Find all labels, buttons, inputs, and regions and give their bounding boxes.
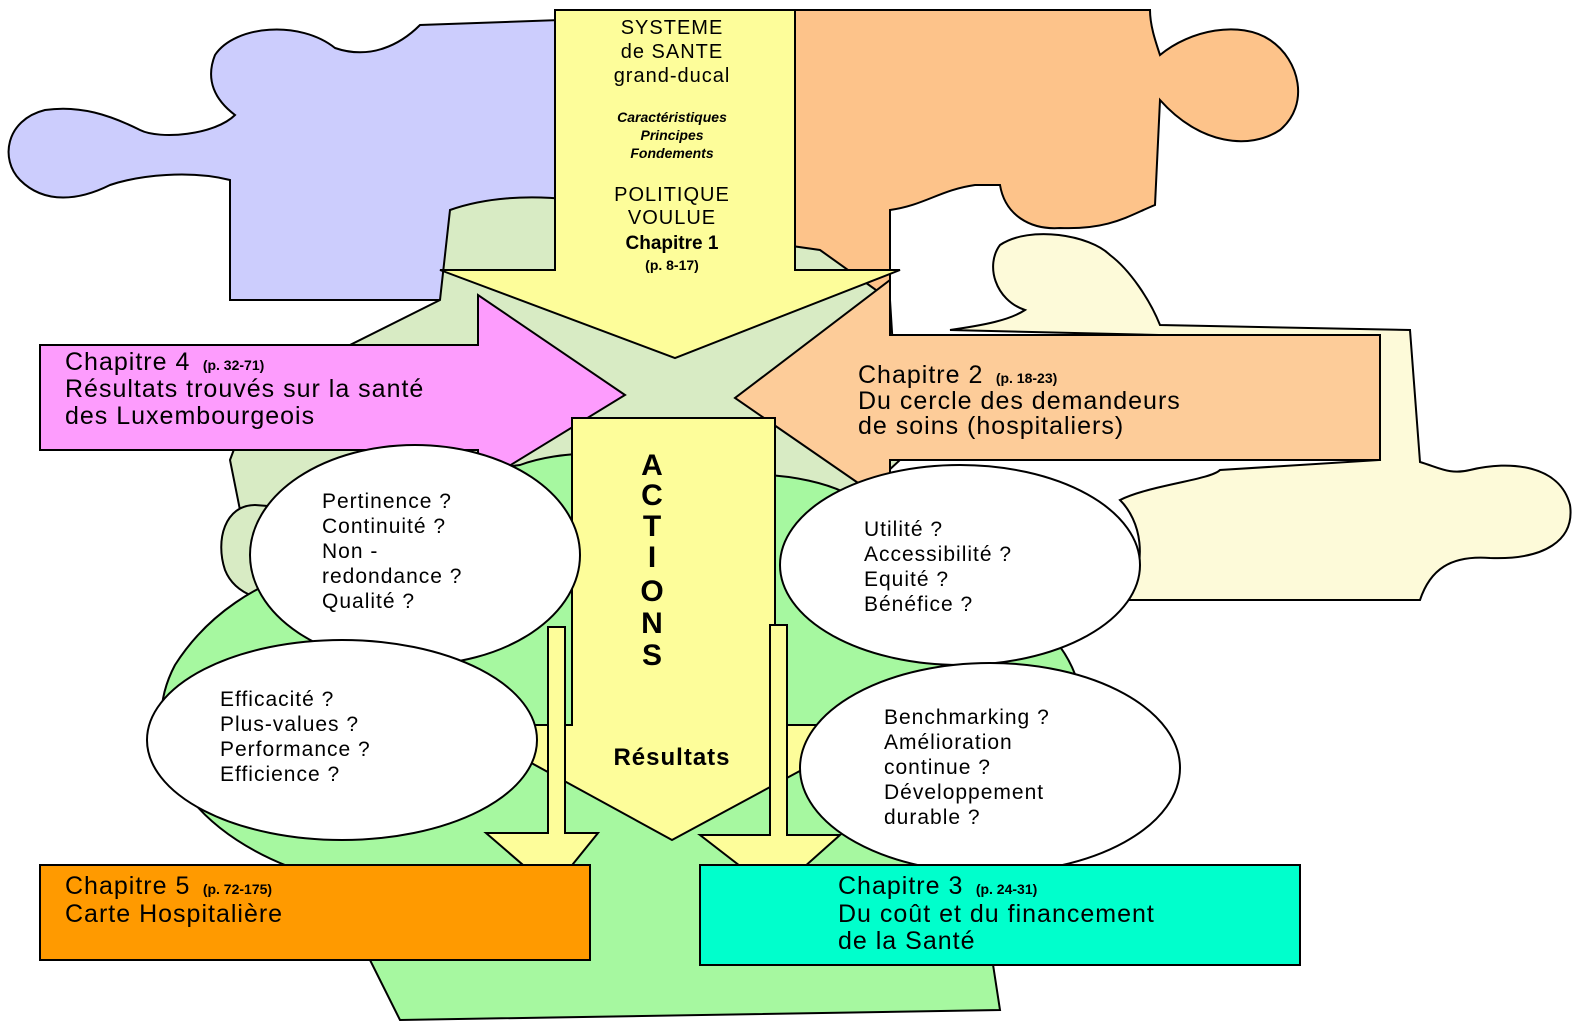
left-down-arrow [483, 626, 601, 892]
chapter3-line2: de la Santé [838, 927, 976, 955]
bubble-bl-line2: Plus-values ? [220, 713, 359, 736]
top-line1: SYSTEME [621, 17, 724, 39]
chapter5-text: Chapitre 5 (p. 72-175) Carte Hospitalièr… [65, 872, 283, 928]
bubble-tr-line3: Equité ? [864, 568, 949, 591]
chapter5-title: Chapitre 5 [65, 872, 190, 900]
bubble-tl-line5: Qualité ? [322, 590, 415, 613]
svg-text:Chapitre 5 (p. 72-175): Chapitre 5 (p. 72-175) [65, 872, 272, 900]
chapter5-line1: Carte Hospitalière [65, 900, 283, 928]
top-arrow-text: SYSTEME de SANTE grand-ducal Caractérist… [614, 17, 731, 273]
actions-letter-o: O [640, 575, 663, 608]
chapter2-text: Chapitre 2 (p. 18-23) Du cercle des dema… [858, 361, 1181, 440]
top-line4: POLITIQUE [614, 184, 730, 206]
chapter2-arrow [733, 277, 1381, 507]
svg-text:Chapitre 3 (p. 24-31): Chapitre 3 (p. 24-31) [838, 872, 1037, 900]
bubble-br-line5: durable ? [884, 806, 981, 829]
bubble-bl-line1: Efficacité ? [220, 688, 334, 711]
bubble-br-line4: Développement [884, 781, 1044, 804]
actions-letter-t: T [643, 510, 661, 543]
chapter3-box [699, 864, 1301, 966]
chapter3-pages: (p. 24-31) [976, 881, 1037, 897]
chapter5-pages: (p. 72-175) [203, 881, 272, 897]
chapter4-arrow [39, 293, 627, 487]
resultats-label: Résultats [613, 744, 730, 771]
chapter2-line1: Du cercle des demandeurs [858, 387, 1181, 415]
blue-puzzle-piece [7, 18, 561, 301]
chapter4-line2: des Luxembourgeois [65, 402, 315, 430]
bubble-top-left [249, 444, 581, 666]
bubble-tl-line2: Continuité ? [322, 515, 446, 538]
bubble-bottom-left-text: Efficacité ? Plus-values ? Performance ?… [220, 688, 371, 786]
chapter3-line1: Du coût et du financement [838, 900, 1155, 928]
svg-text:Chapitre 2 (p. 18-23): Chapitre 2 (p. 18-23) [858, 361, 1057, 389]
top-yellow-arrow [439, 9, 901, 360]
bubble-bl-line3: Performance ? [220, 738, 371, 761]
actions-letter-i: I [648, 541, 656, 574]
chapter4-text: Chapitre 4 (p. 32-71) Résultats trouvés … [65, 348, 424, 430]
orange-puzzle-piece [794, 9, 1300, 331]
cream-puzzle-piece [949, 233, 1572, 601]
chapter4-title: Chapitre 4 [65, 348, 190, 376]
top-pages: (p. 8-17) [645, 257, 699, 273]
actions-label: A C T I O N S [640, 449, 663, 672]
bubble-top-left-text: Pertinence ? Continuité ? Non - redondan… [322, 490, 462, 613]
bubble-bottom-left [146, 639, 538, 841]
bubble-br-line3: continue ? [884, 756, 991, 779]
top-italic3: Fondements [630, 145, 713, 161]
top-line3: grand-ducal [614, 65, 731, 87]
chapter3-text: Chapitre 3 (p. 24-31) Du coût et du fina… [838, 872, 1155, 955]
chapter2-line2: de soins (hospitaliers) [858, 412, 1124, 440]
top-line2: de SANTE [621, 41, 723, 63]
bubble-tr-line4: Bénéfice ? [864, 593, 973, 616]
bubble-br-line2: Amélioration [884, 731, 1013, 754]
top-italic1: Caractéristiques [617, 109, 727, 125]
bubble-br-line1: Benchmarking ? [884, 706, 1050, 729]
actions-letter-s: S [642, 639, 662, 672]
svg-text:Chapitre 4 (p. 32-71): Chapitre 4 (p. 32-71) [65, 348, 264, 376]
chapter4-pages: (p. 32-71) [203, 357, 264, 373]
bubble-tr-line2: Accessibilité ? [864, 543, 1012, 566]
bubble-bl-line4: Efficience ? [220, 763, 340, 786]
bubble-tl-line3: Non - [322, 540, 378, 563]
actions-letter-a: A [641, 449, 663, 482]
bubble-bottom-right-text: Benchmarking ? Amélioration continue ? D… [884, 706, 1050, 829]
chapter3-title: Chapitre 3 [838, 872, 963, 900]
top-italic2: Principes [640, 127, 703, 143]
chapter2-pages: (p. 18-23) [996, 370, 1057, 386]
bubble-tl-line1: Pertinence ? [322, 490, 452, 513]
chapter2-title: Chapitre 2 [858, 361, 983, 389]
bubble-top-right-text: Utilité ? Accessibilité ? Equité ? Bénéf… [864, 518, 1012, 616]
bubble-tr-line1: Utilité ? [864, 518, 943, 541]
actions-letter-n: N [641, 607, 663, 640]
actions-letter-c: C [641, 479, 663, 512]
top-chapter: Chapitre 1 [626, 233, 719, 254]
chapter4-line1: Résultats trouvés sur la santé [65, 375, 424, 403]
chapter5-box [39, 864, 591, 961]
top-line5: VOULUE [628, 207, 716, 229]
bubble-tl-line4: redondance ? [322, 565, 462, 588]
